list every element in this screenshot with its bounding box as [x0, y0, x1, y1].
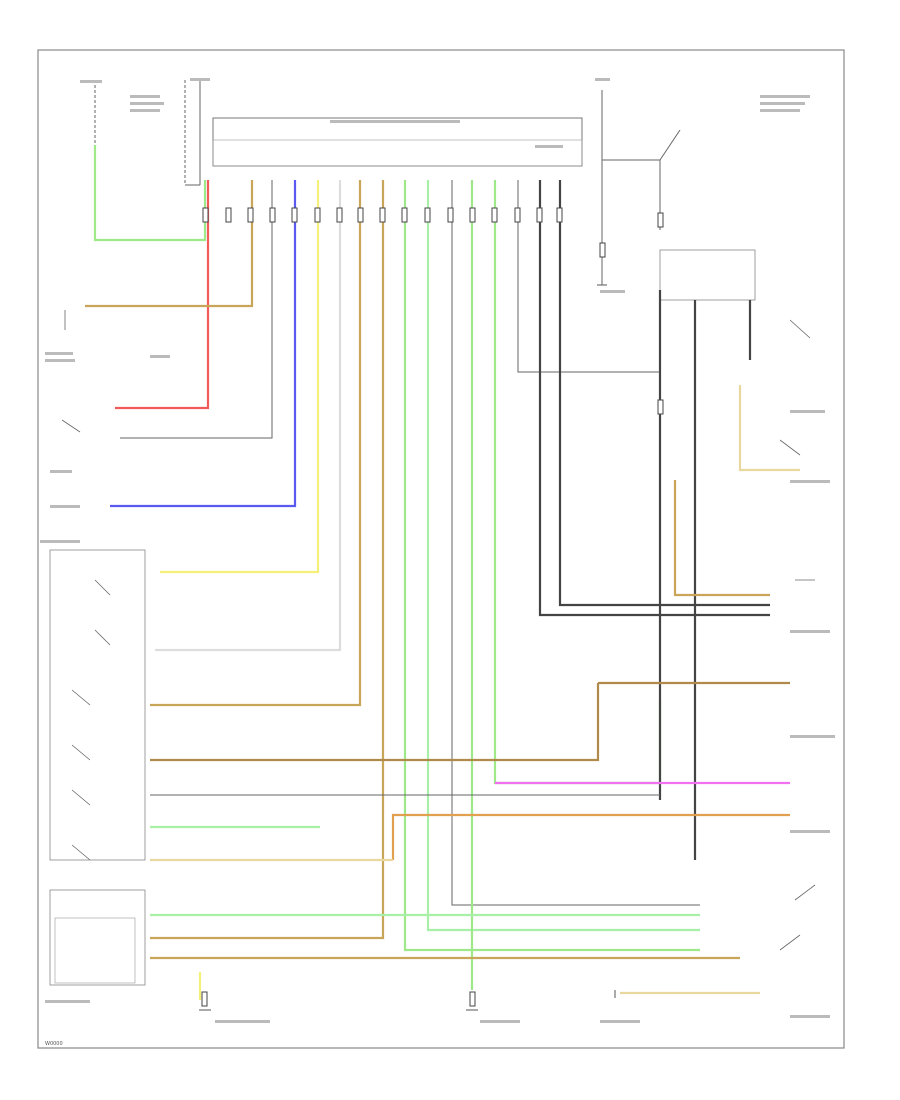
wire-green-2 — [403, 180, 700, 952]
wire-yellow — [160, 180, 320, 574]
page-code: W0000 — [45, 1041, 63, 1047]
wire-tan-top — [85, 180, 254, 308]
wire-green-main — [93, 145, 207, 242]
switch-assembly-left — [49, 549, 146, 861]
wire-gray-2 — [451, 180, 700, 906]
wire-brown-right — [150, 683, 600, 762]
module-connectors — [201, 207, 664, 1007]
wire-black-2 — [558, 180, 770, 607]
wire-gray-3 — [517, 180, 660, 373]
wire-blue — [110, 180, 297, 508]
control-module-pin-header — [212, 139, 583, 167]
wire-brown — [150, 180, 362, 707]
wire-black-1 — [538, 180, 770, 617]
relay-box-right — [659, 249, 756, 301]
wire-white — [155, 180, 342, 652]
wire-orange — [391, 813, 790, 860]
wire-gray-1 — [120, 180, 273, 439]
faint-label-marks — [40, 78, 835, 1023]
wire-tan-right — [738, 385, 800, 472]
switch-glyphs-left — [61, 310, 816, 951]
control-module — [212, 117, 583, 167]
switch-arm — [659, 129, 681, 161]
wire-tan-right-2 — [673, 480, 770, 597]
wire-tan-lower — [150, 180, 385, 940]
wire-green-5 — [493, 180, 662, 785]
wire-red — [115, 180, 210, 410]
diagram-frame — [37, 49, 845, 1049]
ground-symbols — [199, 284, 616, 1011]
wire-green-3 — [426, 180, 700, 932]
switch-box-inner — [54, 917, 136, 984]
switch-box-bottom-left — [49, 889, 146, 986]
